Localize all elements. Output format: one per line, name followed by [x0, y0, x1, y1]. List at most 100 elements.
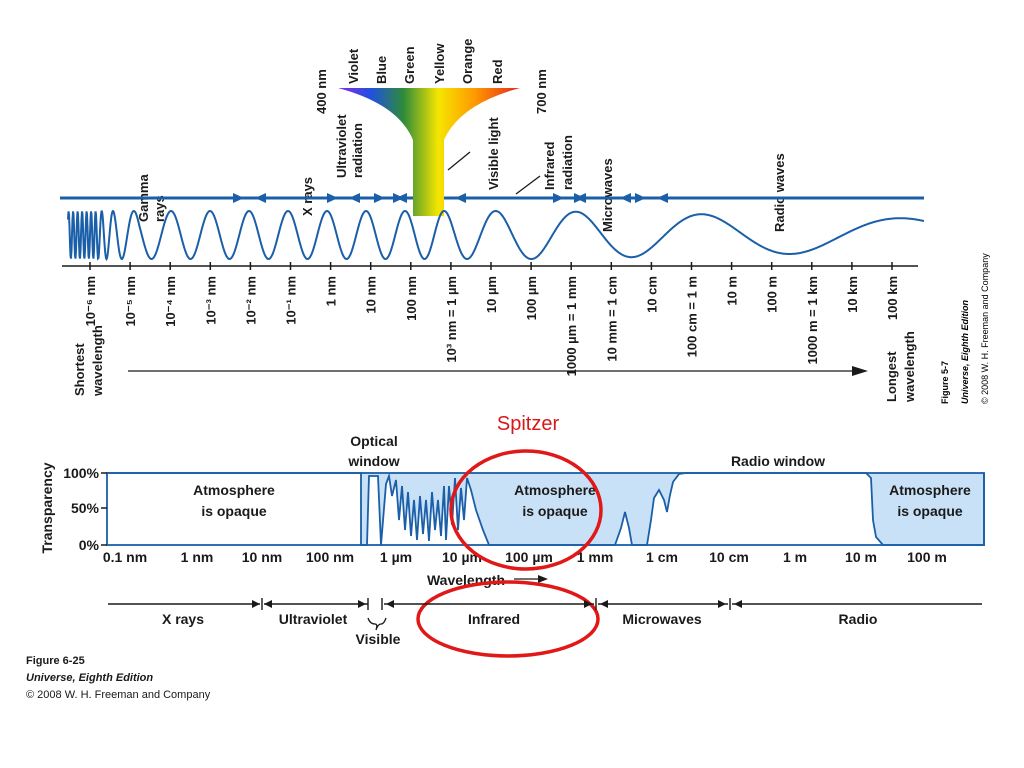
- band-arrowhead: [393, 193, 404, 203]
- ir-label: radiation: [560, 135, 575, 190]
- x-axis-arrowhead: [538, 575, 548, 583]
- scale-tick-label: 10 mm = 1 cm: [604, 276, 619, 362]
- figure5-title: Universe, Eighth Edition: [960, 299, 970, 404]
- x-tick-label: 0.1 nm: [103, 549, 147, 565]
- x-tick-label: 10 nm: [242, 549, 282, 565]
- color-label: Green: [402, 46, 417, 84]
- longest-label: Longest: [884, 351, 899, 402]
- band-arrowhead: [386, 600, 394, 608]
- figure5-number: Figure 5-7: [940, 361, 950, 404]
- opaque-label: Atmosphere: [889, 482, 971, 498]
- scale-tick-label: 1000 µm = 1 mm: [564, 276, 579, 376]
- nm700-label: 700 nm: [534, 69, 549, 114]
- gamma-label: rays: [152, 195, 167, 222]
- scale-tick-label: 10 cm: [644, 276, 659, 313]
- y-axis-label: Transparency: [39, 462, 55, 553]
- visible-brace: [367, 617, 387, 631]
- scale-tick-label: 100 µm: [524, 276, 539, 320]
- x-tick-label: 10 cm: [709, 549, 749, 565]
- scale-tick-label: 1 nm: [324, 276, 339, 306]
- x-tick-label: 100 µm: [505, 549, 553, 565]
- wave-illustration: [67, 209, 925, 262]
- band-arrowhead: [635, 193, 646, 203]
- x-tick-label: 1 µm: [380, 549, 412, 565]
- nm400-label: 400 nm: [314, 69, 329, 114]
- chart-frame: [106, 472, 985, 546]
- pointer-line: [515, 175, 541, 195]
- x-tick-label: 1 mm: [577, 549, 614, 565]
- figure-book-title: Universe, Eighth Edition: [26, 672, 153, 684]
- band-arrowhead: [718, 600, 726, 608]
- ir-label: Infrared: [542, 142, 557, 190]
- microwaves-label: Microwaves: [600, 158, 615, 232]
- visible-light-label: Visible light: [486, 117, 501, 190]
- color-label: Yellow: [432, 43, 447, 84]
- scale-tick-label: 10⁻³ nm: [203, 276, 218, 325]
- scale-tick-label: 10⁻⁵ nm: [123, 276, 138, 327]
- band-arrowhead: [264, 600, 272, 608]
- arrow-head: [852, 366, 868, 376]
- color-label: Blue: [374, 56, 389, 84]
- scale-tick-label: 10⁻⁴ nm: [163, 276, 178, 327]
- y-tick-label: 0%: [79, 537, 100, 553]
- longest-label: wavelength: [902, 331, 917, 403]
- band-arrowhead: [455, 193, 466, 203]
- transparency-curve: [107, 472, 985, 546]
- scale-tick-label: 100 m: [765, 276, 780, 313]
- opaque-label: is opaque: [897, 503, 963, 519]
- color-label: Violet: [346, 48, 361, 84]
- spitzer-highlight-circle: [449, 449, 603, 571]
- band-arrowhead: [327, 193, 338, 203]
- band-label: Ultraviolet: [279, 611, 348, 627]
- band-label: Radio: [839, 611, 878, 627]
- color-label: Orange: [460, 38, 475, 84]
- figure5-copyright: © 2008 W. H. Freeman and Company: [980, 253, 990, 404]
- band-arrowhead: [657, 193, 668, 203]
- figure-number: Figure 6-25: [26, 655, 85, 667]
- scale-tick-label: 100 nm: [404, 276, 419, 321]
- scale-tick-label: 10 nm: [364, 276, 379, 314]
- scale-tick-label: 10 µm: [484, 276, 499, 313]
- xrays-label: X rays: [300, 177, 315, 216]
- scale-tick-label: 10³ nm = 1 µm: [444, 276, 459, 363]
- scale-tick-label: 10⁻² nm: [243, 276, 258, 325]
- radio-window-label: Radio window: [731, 453, 825, 469]
- band-arrow-line: [60, 193, 924, 203]
- x-tick-label: 10 µm: [442, 549, 482, 565]
- opaque-label: Atmosphere: [514, 482, 596, 498]
- band-label: X rays: [162, 611, 204, 627]
- scale-tick-label: 10⁻¹ nm: [284, 276, 299, 325]
- band-arrowhead: [620, 193, 631, 203]
- optical-window-label: Optical: [350, 433, 397, 449]
- radio-waves-label: Radio waves: [772, 153, 787, 232]
- band-label: Infrared: [468, 611, 520, 627]
- x-tick-label: 10 m: [845, 549, 877, 565]
- y-tick-label: 50%: [71, 500, 100, 516]
- optical-window-label: window: [347, 453, 399, 469]
- figure-copyright: © 2008 W. H. Freeman and Company: [26, 689, 211, 701]
- color-label: Red: [490, 59, 505, 84]
- band-arrowhead: [600, 600, 608, 608]
- opaque-label: is opaque: [201, 503, 267, 519]
- shortest-label: Shortest: [72, 343, 87, 396]
- visible-spectrum-funnel: [338, 88, 520, 216]
- scale-tick-label: 1000 m = 1 km: [805, 276, 820, 365]
- x-tick-label: 1 cm: [646, 549, 678, 565]
- x-tick-label: 100 m: [907, 549, 947, 565]
- band-arrowhead: [252, 600, 260, 608]
- uv-label: radiation: [350, 123, 365, 178]
- band-label: Visible: [356, 631, 401, 647]
- band-arrowhead: [358, 600, 366, 608]
- band-arrowhead: [574, 193, 585, 203]
- opacity-fill: [107, 473, 984, 545]
- spitzer-label: Spitzer: [497, 413, 560, 435]
- band-arrowhead: [255, 193, 266, 203]
- band-label: Microwaves: [622, 611, 702, 627]
- scale-tick-label: 10 m: [725, 276, 740, 306]
- x-tick-label: 1 m: [783, 549, 807, 565]
- x-tick-label: 1 nm: [181, 549, 214, 565]
- scale-tick-label: 10⁻⁶ nm: [83, 276, 98, 326]
- scale-tick-label: 100 cm = 1 m: [685, 276, 700, 357]
- x-tick-label: 100 nm: [306, 549, 354, 565]
